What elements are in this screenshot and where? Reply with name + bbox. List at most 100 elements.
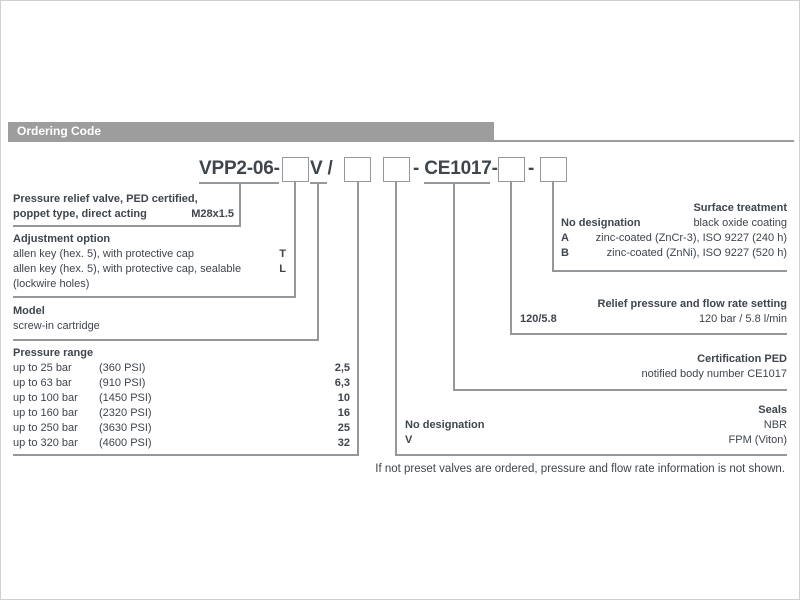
code-box-seals bbox=[383, 157, 410, 182]
psi-label: (3630 PSI) bbox=[99, 422, 152, 434]
range-code: 16 bbox=[337, 407, 350, 419]
relief-label: 120 bar / 5.8 l/min bbox=[698, 313, 787, 325]
pressure-range-block: Pressure range up to 25 bar (360 PSI) 2,5… bbox=[13, 346, 350, 451]
seals-label: FPM (Viton) bbox=[728, 434, 787, 446]
range-label: up to 160 bar bbox=[13, 407, 78, 419]
range-code: 6,3 bbox=[334, 377, 350, 389]
bracket-relief bbox=[510, 333, 787, 335]
surface-treatment-block: Surface treatment No designation black o… bbox=[561, 201, 787, 261]
pressure-range-row: up to 100 bar (1450 PSI) 10 bbox=[13, 391, 350, 406]
adjustment-option-block: Adjustment option allen key (hex. 5), wi… bbox=[13, 232, 286, 292]
connector-adjustment bbox=[294, 182, 296, 298]
seals-code: V bbox=[405, 434, 413, 446]
pressure-range-row: up to 25 bar (360 PSI) 2,5 bbox=[13, 361, 350, 376]
relief-title: Relief pressure and flow rate setting bbox=[597, 298, 788, 310]
surface-title: Surface treatment bbox=[693, 202, 787, 214]
pressure-range-row: up to 250 bar (3630 PSI) 25 bbox=[13, 421, 350, 436]
valve-description-block: Pressure relief valve, PED certified, po… bbox=[13, 192, 242, 222]
psi-label: (4600 PSI) bbox=[99, 437, 152, 449]
connector-valve bbox=[239, 184, 241, 227]
valve-line1: Pressure relief valve, PED certified, bbox=[13, 193, 198, 205]
model-block: Model screw-in cartridge bbox=[13, 304, 319, 334]
adjustment-label: allen key (hex. 5), with protective cap,… bbox=[13, 263, 242, 275]
range-code: 32 bbox=[337, 437, 350, 449]
underline-ce1017 bbox=[424, 182, 490, 184]
connector-model bbox=[317, 184, 319, 341]
code-box-pressure-range bbox=[344, 157, 371, 182]
bracket-surface bbox=[552, 270, 787, 272]
section-header-rule bbox=[8, 140, 794, 142]
surface-label: zinc-coated (ZnCr-3), ISO 9227 (240 h) bbox=[595, 232, 787, 244]
adjustment-label: allen key (hex. 5), with protective cap bbox=[13, 248, 194, 260]
model-title: Model bbox=[13, 305, 45, 317]
relief-setting-block: Relief pressure and flow rate setting 12… bbox=[520, 297, 787, 327]
adjustment-code: L bbox=[279, 263, 286, 275]
pressure-range-title: Pressure range bbox=[13, 347, 94, 359]
range-code: 25 bbox=[337, 422, 350, 434]
code-v-slash: V / bbox=[310, 158, 333, 179]
certification-value: notified body number CE1017 bbox=[641, 368, 787, 380]
relief-row: 120/5.8 120 bar / 5.8 l/min bbox=[520, 312, 787, 327]
code-prefix: VPP2-06- bbox=[199, 158, 280, 179]
adjustment-note: (lockwire holes) bbox=[13, 278, 90, 290]
connector-seals bbox=[395, 182, 397, 456]
psi-label: (1450 PSI) bbox=[99, 392, 152, 404]
relief-code: 120/5.8 bbox=[520, 313, 557, 325]
code-box-adjustment bbox=[282, 157, 309, 182]
psi-label: (2320 PSI) bbox=[99, 407, 152, 419]
connector-relief bbox=[510, 182, 512, 335]
footnote: If not preset valves are ordered, pressu… bbox=[375, 463, 785, 475]
surface-label: zinc-coated (ZnNi), ISO 9227 (520 h) bbox=[606, 247, 787, 259]
certification-block: Certification PED notified body number C… bbox=[520, 352, 787, 382]
range-code: 2,5 bbox=[334, 362, 350, 374]
pressure-range-row: up to 320 bar (4600 PSI) 32 bbox=[13, 436, 350, 451]
section-header-bar: Ordering Code bbox=[8, 122, 494, 140]
adjustment-code: T bbox=[279, 248, 286, 260]
section-title: Ordering Code bbox=[17, 124, 102, 138]
bracket-model bbox=[13, 339, 319, 341]
surface-code: B bbox=[561, 247, 569, 259]
code-box-surface-treatment bbox=[540, 157, 567, 182]
surface-label: black oxide coating bbox=[693, 217, 787, 229]
psi-label: (910 PSI) bbox=[99, 377, 146, 389]
range-label: up to 25 bar bbox=[13, 362, 72, 374]
pressure-range-row: up to 160 bar (2320 PSI) 16 bbox=[13, 406, 350, 421]
range-label: up to 63 bar bbox=[13, 377, 72, 389]
range-code: 10 bbox=[337, 392, 350, 404]
connector-pressure-range bbox=[357, 182, 359, 456]
adjustment-row: allen key (hex. 5), with protective cap,… bbox=[13, 262, 286, 277]
bracket-valve bbox=[13, 225, 241, 227]
code-ce-segment: - CE1017- bbox=[413, 158, 498, 179]
range-label: up to 320 bar bbox=[13, 437, 78, 449]
underline-prefix bbox=[199, 182, 279, 184]
surface-code: A bbox=[561, 232, 569, 244]
seals-block: Seals No designation NBR V FPM (Viton) bbox=[405, 403, 787, 448]
valve-line2: poppet type, direct acting bbox=[13, 208, 147, 220]
surface-row: A zinc-coated (ZnCr-3), ISO 9227 (240 h) bbox=[561, 231, 787, 246]
psi-label: (360 PSI) bbox=[99, 362, 146, 374]
seals-code: No designation bbox=[405, 419, 485, 431]
surface-row: B zinc-coated (ZnNi), ISO 9227 (520 h) bbox=[561, 246, 787, 261]
range-label: up to 100 bar bbox=[13, 392, 78, 404]
underline-v bbox=[310, 182, 327, 184]
valve-thread: M28x1.5 bbox=[191, 208, 234, 220]
seals-label: NBR bbox=[763, 419, 787, 431]
adjustment-row: allen key (hex. 5), with protective cap … bbox=[13, 247, 286, 262]
bracket-pressure-range bbox=[13, 454, 359, 456]
bracket-adjustment bbox=[13, 296, 296, 298]
range-label: up to 250 bar bbox=[13, 422, 78, 434]
bracket-seals bbox=[395, 454, 787, 456]
surface-code: No designation bbox=[561, 217, 641, 229]
connector-certification bbox=[453, 184, 455, 391]
seals-row: V FPM (Viton) bbox=[405, 433, 787, 448]
surface-row: No designation black oxide coating bbox=[561, 216, 787, 231]
connector-surface bbox=[552, 182, 554, 272]
code-box-relief-setting bbox=[498, 157, 525, 182]
seals-row: No designation NBR bbox=[405, 418, 787, 433]
adjustment-title: Adjustment option bbox=[13, 233, 111, 245]
bracket-certification bbox=[453, 389, 787, 391]
model-value: screw-in cartridge bbox=[13, 320, 100, 332]
certification-title: Certification PED bbox=[697, 353, 787, 365]
pressure-range-row: up to 63 bar (910 PSI) 6,3 bbox=[13, 376, 350, 391]
